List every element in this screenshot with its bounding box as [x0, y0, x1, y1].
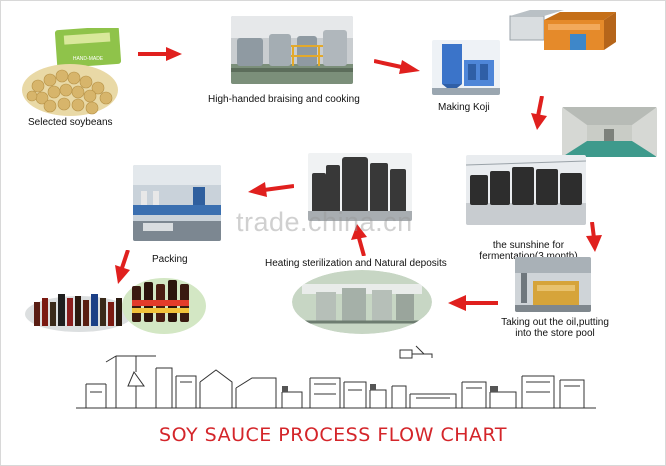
fermentation-room-photo [562, 107, 657, 157]
production-line-drawing [76, 345, 596, 409]
koji-equipment-photo [500, 10, 618, 58]
bottles-photo [24, 276, 206, 334]
step-label-packing: Packing [152, 254, 188, 265]
oil-label-line-2: into the store pool [515, 328, 595, 339]
arrow-sterilization-up [351, 224, 367, 256]
fermentation-label-line-1: the sunshine for [492, 240, 565, 251]
arrow-soybeans-to-cooking [138, 47, 182, 61]
arrow-oil-to-sterilization [448, 295, 498, 311]
arrow-packing-to-bottles [115, 250, 130, 284]
bag-label: HAND-MADE [73, 56, 104, 62]
arrow-koji-to-fermentation [531, 96, 547, 130]
page-title: SOY SAUCE PROCESS FLOW CHART [159, 424, 507, 446]
arrow-cooking-to-koji [374, 59, 420, 74]
step-label-koji: Making Koji [438, 102, 490, 113]
soybeans-photo: HAND-MADE [20, 28, 128, 116]
fermentation-tanks-photo [466, 155, 586, 225]
watermark-text: trade.china.cn [236, 207, 413, 237]
step-label-soybeans: Selected soybeans [28, 117, 113, 128]
step-label-oil: Taking out the oil,putting into the stor… [481, 317, 629, 339]
sterilization-tanks-photo [308, 153, 412, 221]
packing-photo [133, 165, 221, 241]
step-label-fermentation: the sunshine for fermentation(3 month) [466, 240, 591, 262]
oil-label-line-1: Taking out the oil,putting [501, 317, 609, 328]
fermentation-label-line-2: fermentation(3 month) [479, 251, 578, 262]
arrow-sterilization-to-packing [248, 182, 294, 197]
step-label-cooking: High-handed braising and cooking [208, 94, 360, 105]
arrow-fermentation-to-oil [586, 222, 602, 252]
cooking-photo [231, 16, 353, 84]
store-pool-photo [515, 257, 591, 312]
sterilization-plant-photo [292, 270, 432, 334]
step-label-sterilization: Heating sterilization and Natural deposi… [265, 258, 447, 269]
koji-photo [432, 40, 500, 95]
